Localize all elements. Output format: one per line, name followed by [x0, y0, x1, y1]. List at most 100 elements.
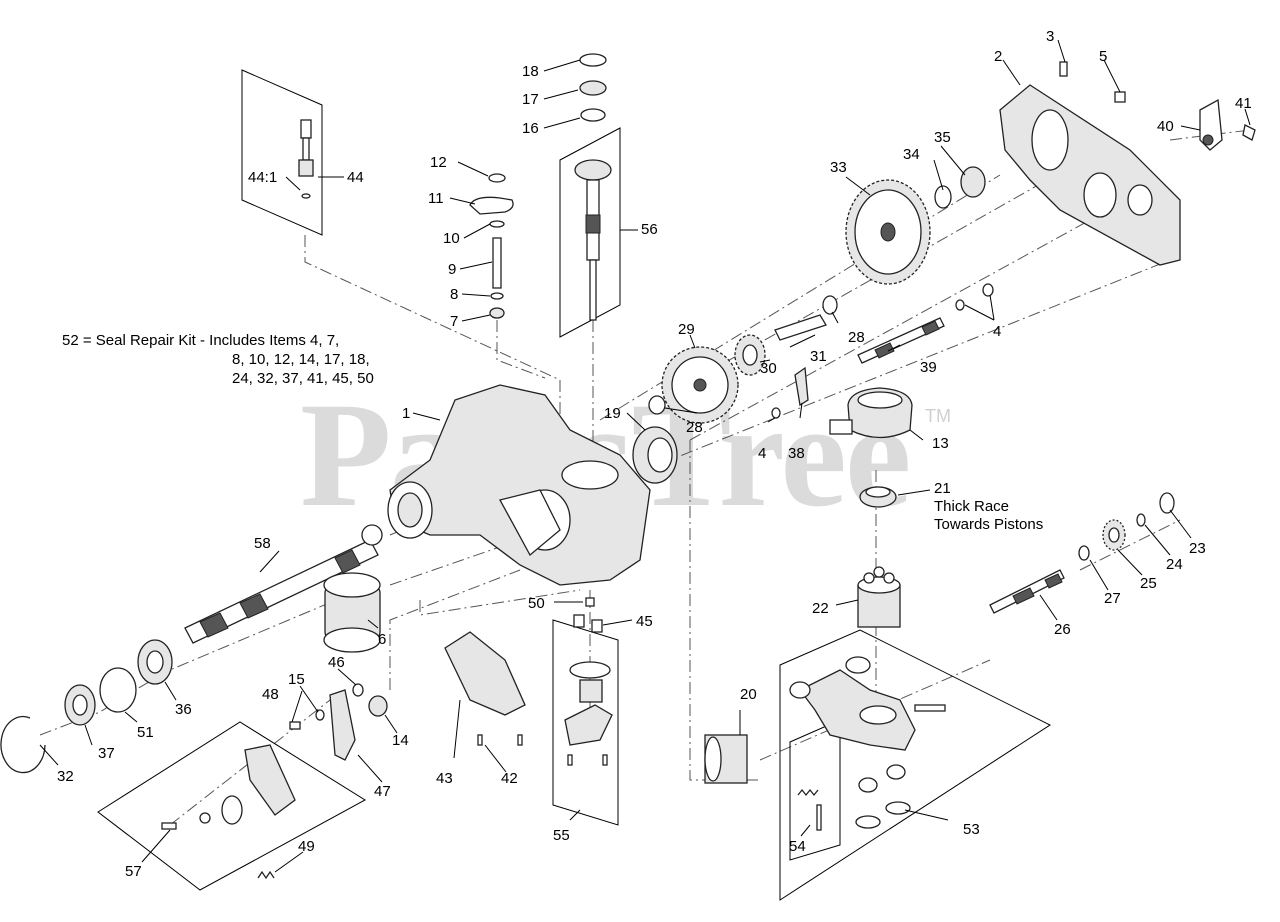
box-44 [241, 69, 323, 236]
callout-41: 41 [1235, 95, 1252, 112]
part-26-pump-shaft [989, 569, 1065, 614]
callout-28-b: 28 [686, 419, 703, 436]
box-55 [552, 619, 619, 826]
part-46-washer [352, 683, 364, 697]
callout-48: 48 [262, 686, 279, 703]
part-18-ring [579, 53, 607, 67]
part-45-cap-a [573, 614, 585, 628]
part-22-cylinder-block [857, 566, 901, 628]
part-2-side-cover [999, 84, 1181, 266]
part-11-arm [469, 196, 514, 215]
part-50-fitting [585, 597, 595, 607]
group-boxes [97, 69, 1052, 901]
part-30-pinion [734, 334, 766, 376]
part-29-gear [661, 346, 739, 424]
part-24-ring [1136, 513, 1146, 527]
part-38-lever [794, 366, 809, 407]
part-39-shaft [857, 317, 945, 364]
callout-29: 29 [678, 321, 695, 338]
callout-11: 11 [428, 190, 444, 207]
part-25-gear [1102, 519, 1126, 551]
callout-47: 47 [374, 783, 391, 800]
callout-16: 16 [522, 120, 539, 137]
part-1-main-housing [387, 384, 651, 586]
part-34-washer [934, 185, 952, 209]
part-27-washer [1078, 545, 1090, 561]
callout-37: 37 [98, 745, 115, 762]
part-54-spring [797, 788, 819, 797]
callout-28-a: 28 [848, 329, 865, 346]
callout-22: 22 [812, 600, 829, 617]
leader-lines [39, 39, 1251, 873]
part-17-bearing [579, 80, 607, 96]
thick-race-note-line1: Thick Race [934, 498, 1010, 515]
part-58-axle [184, 524, 383, 644]
part-23-washer [1159, 492, 1175, 514]
part-20-cylinder-block [704, 734, 748, 784]
callout-14: 14 [392, 732, 409, 749]
callout-58: 58 [254, 535, 271, 552]
part-14-seal [368, 695, 388, 717]
part-13-swashplate [829, 387, 913, 439]
callout-12: 12 [430, 154, 447, 171]
callout-51: 51 [137, 724, 154, 741]
callout-55: 55 [553, 827, 570, 844]
part-28-washer-b [648, 395, 666, 415]
callout-8: 8 [450, 286, 458, 303]
callout-35: 35 [934, 129, 951, 146]
part-41-clip [1242, 124, 1256, 141]
callout-30: 30 [760, 360, 777, 377]
callout-4-b: 4 [758, 445, 766, 462]
callout-42: 42 [501, 770, 518, 787]
part-53-center-section [789, 656, 946, 829]
seal-kit-note-line1: 52 = Seal Repair Kit - Includes Items 4,… [62, 332, 340, 349]
seal-kit-note-line3: 24, 32, 37, 41, 45, 50 [232, 370, 374, 387]
callout-50: 50 [528, 595, 545, 612]
callout-7: 7 [450, 313, 458, 330]
part-6-oil-filter [323, 572, 381, 653]
part-15-washer [315, 709, 325, 721]
callout-32: 32 [57, 768, 74, 785]
part-4-washer-c [771, 407, 781, 419]
box-57 [97, 721, 366, 891]
parts [0, 53, 1256, 880]
callout-4-a: 4 [993, 323, 1001, 340]
callout-43: 43 [436, 770, 453, 787]
callout-3: 3 [1046, 28, 1054, 45]
part-33-bull-gear [845, 179, 931, 285]
callout-36: 36 [175, 701, 192, 718]
part-51-washer [99, 667, 137, 713]
callout-labels: 18 17 16 56 12 11 10 9 8 7 44:1 44 1 2 3… [57, 28, 1252, 880]
callout-17: 17 [522, 91, 539, 108]
part-45-cap-b [591, 619, 603, 633]
callout-38: 38 [788, 445, 805, 462]
box-53 [779, 629, 1052, 901]
callout-45: 45 [636, 613, 653, 630]
callout-5: 5 [1099, 48, 1107, 65]
callout-6: 6 [378, 631, 386, 648]
part-47-control-arm [329, 689, 356, 761]
part-48-bolt [289, 721, 301, 730]
part-4-washer-b [982, 283, 994, 297]
callout-18: 18 [522, 63, 539, 80]
part-56-input-shaft [574, 159, 612, 321]
callout-31: 31 [810, 348, 827, 365]
callout-13: 13 [932, 435, 949, 452]
thick-race-note-line2: Towards Pistons [934, 516, 1044, 533]
watermark-trademark: TM [925, 406, 951, 426]
part-54-pin [816, 804, 822, 831]
callout-49: 49 [298, 838, 315, 855]
part-9-pin [492, 237, 502, 289]
part-42-screw [477, 734, 483, 746]
callout-40: 40 [1157, 118, 1174, 135]
part-16-ring [580, 108, 606, 122]
callout-53: 53 [963, 821, 980, 838]
part-5-plug [1114, 91, 1126, 103]
box-56 [559, 127, 621, 338]
callout-56: 56 [641, 221, 658, 238]
callout-34: 34 [903, 146, 920, 163]
part-31-pin [774, 314, 827, 341]
callout-39: 39 [920, 359, 937, 376]
